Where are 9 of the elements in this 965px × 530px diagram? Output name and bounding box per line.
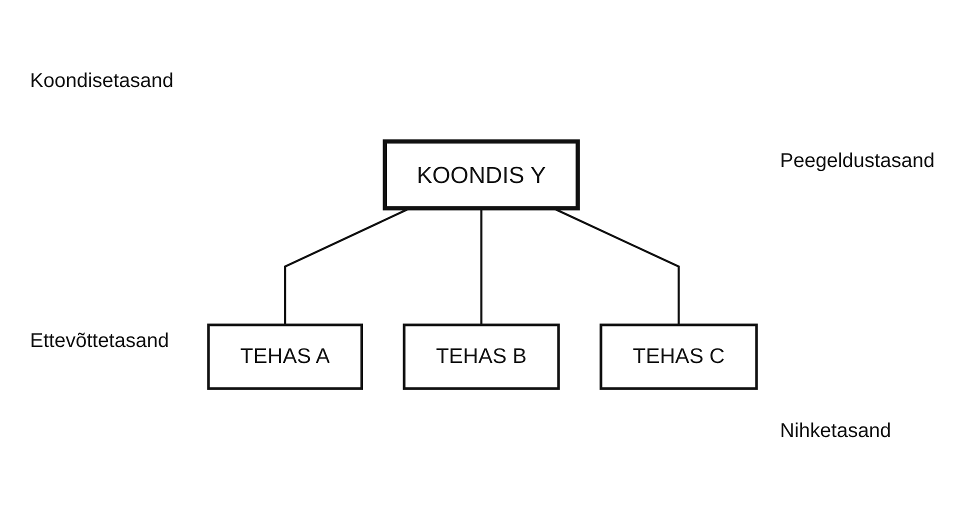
level-label: Peegeldustasand xyxy=(780,150,935,173)
node-box: KOONDIS Y xyxy=(382,139,580,210)
node-box: TEHAS B xyxy=(402,324,560,390)
level-label: Koondisetasand xyxy=(30,70,174,93)
node-box: TEHAS C xyxy=(600,324,758,390)
connector xyxy=(480,208,482,325)
level-label: Ettevõttetasand xyxy=(30,330,169,353)
node-box: TEHAS A xyxy=(207,324,364,390)
level-label: Nihketasand xyxy=(780,420,892,443)
